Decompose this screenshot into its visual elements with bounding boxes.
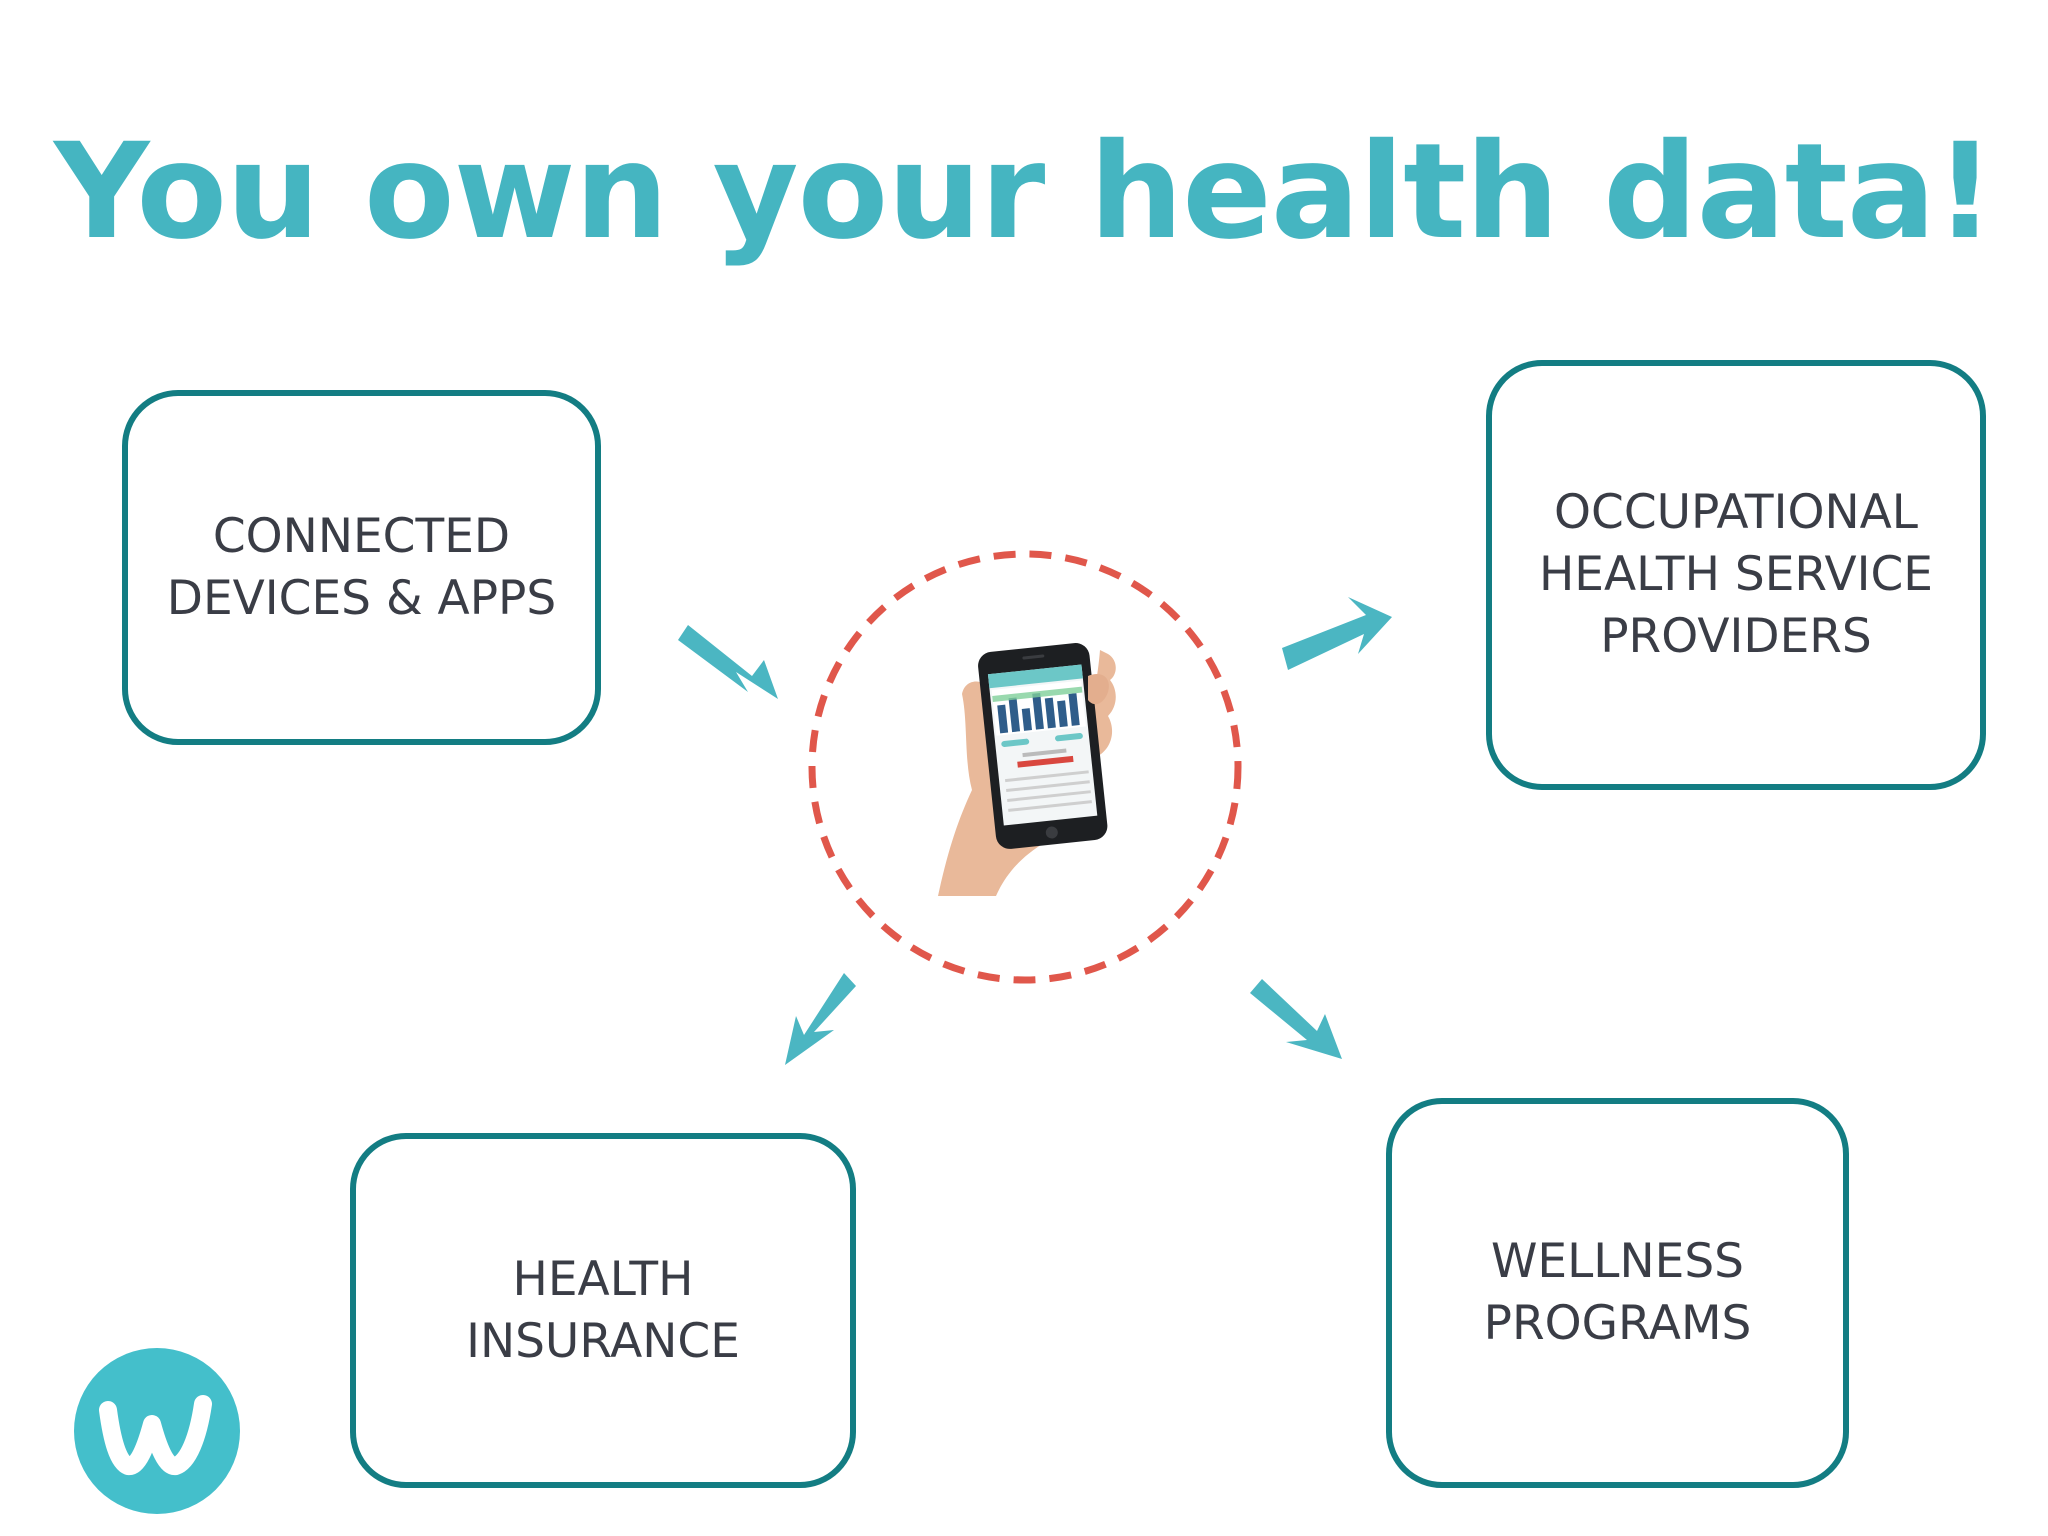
box-health-insurance-label: HEALTH INSURANCE <box>466 1251 740 1369</box>
box-health-insurance: HEALTH INSURANCE <box>350 1133 856 1488</box>
w-logo-icon <box>74 1348 240 1514</box>
page-title: You own your health data! <box>53 115 1995 269</box>
box-wellness-programs-label: WELLNESS PROGRAMS <box>1483 1234 1752 1351</box>
central-dashed-circle <box>808 550 1242 984</box>
box-occupational-health: OCCUPATIONAL HEALTH SERVICE PROVIDERS <box>1486 360 1986 790</box>
box-occupational-health-label: OCCUPATIONAL HEALTH SERVICE PROVIDERS <box>1538 485 1934 664</box>
arrow-out-to-wellness-icon <box>1250 979 1342 1059</box>
box-connected-devices: CONNECTED DEVICES & APPS <box>122 390 601 745</box>
arrow-out-to-insurance-icon <box>785 973 856 1065</box>
box-connected-devices-label: CONNECTED DEVICES & APPS <box>166 508 557 626</box>
box-wellness-programs: WELLNESS PROGRAMS <box>1386 1098 1849 1488</box>
hand-holding-phone-icon <box>938 643 1116 896</box>
arrow-out-to-occupational-icon <box>1282 597 1392 670</box>
arrow-in-from-devices-icon <box>678 625 778 699</box>
